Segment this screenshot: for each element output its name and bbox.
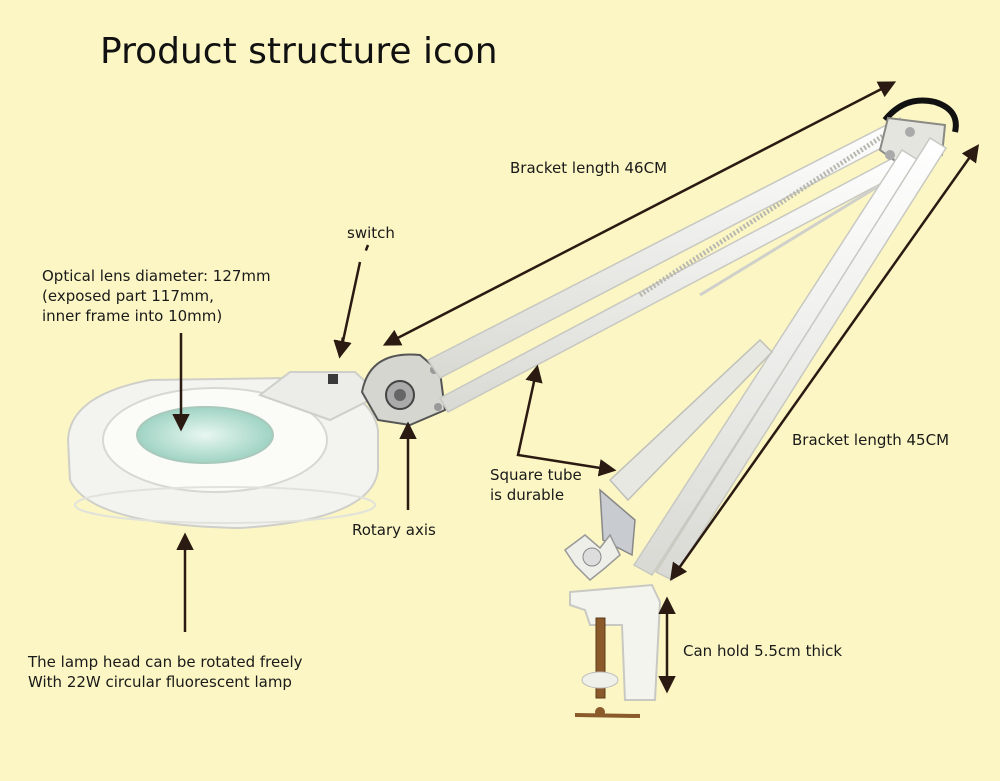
rotary-joint xyxy=(360,353,447,427)
lens xyxy=(136,406,274,464)
bracket-46-arrow xyxy=(382,81,897,346)
clamp-screw xyxy=(595,617,606,699)
switch-button xyxy=(328,374,338,384)
bracket-45-label: Bracket length 45CM xyxy=(792,431,950,449)
square-tube-label: Square tube is durable xyxy=(490,465,582,505)
desk-clamp xyxy=(569,583,662,718)
square-tube-arrow xyxy=(516,364,617,477)
bracket-46-label: Bracket length 46CM xyxy=(510,159,668,177)
square-tube-line: is durable xyxy=(490,486,565,504)
lamp-head-label: The lamp head can be rotated freely With… xyxy=(28,652,302,692)
square-tube-line: Square tube xyxy=(490,466,582,484)
switch-label: switch xyxy=(347,224,395,242)
rotary-axis-label: Rotary axis xyxy=(352,521,436,539)
clamp-hold-label: Can hold 5.5cm thick xyxy=(683,642,843,660)
annotation-arrows xyxy=(172,81,980,694)
lamp-head-line: The lamp head can be rotated freely xyxy=(28,653,303,671)
optical-lens-line: inner frame into 10mm) xyxy=(42,307,223,325)
optical-lens-line: (exposed part 117mm, xyxy=(42,287,214,305)
optical-lens-label: Optical lens diameter: 127mm (exposed pa… xyxy=(42,266,271,326)
lamp-head xyxy=(66,371,382,530)
bracket-45-arrow xyxy=(669,144,980,581)
page-title: Product structure icon xyxy=(100,31,498,72)
lamp-head-line: With 22W circular fluorescent lamp xyxy=(28,673,292,691)
knob xyxy=(563,533,621,582)
optical-lens-line: Optical lens diameter: 127mm xyxy=(42,267,271,285)
